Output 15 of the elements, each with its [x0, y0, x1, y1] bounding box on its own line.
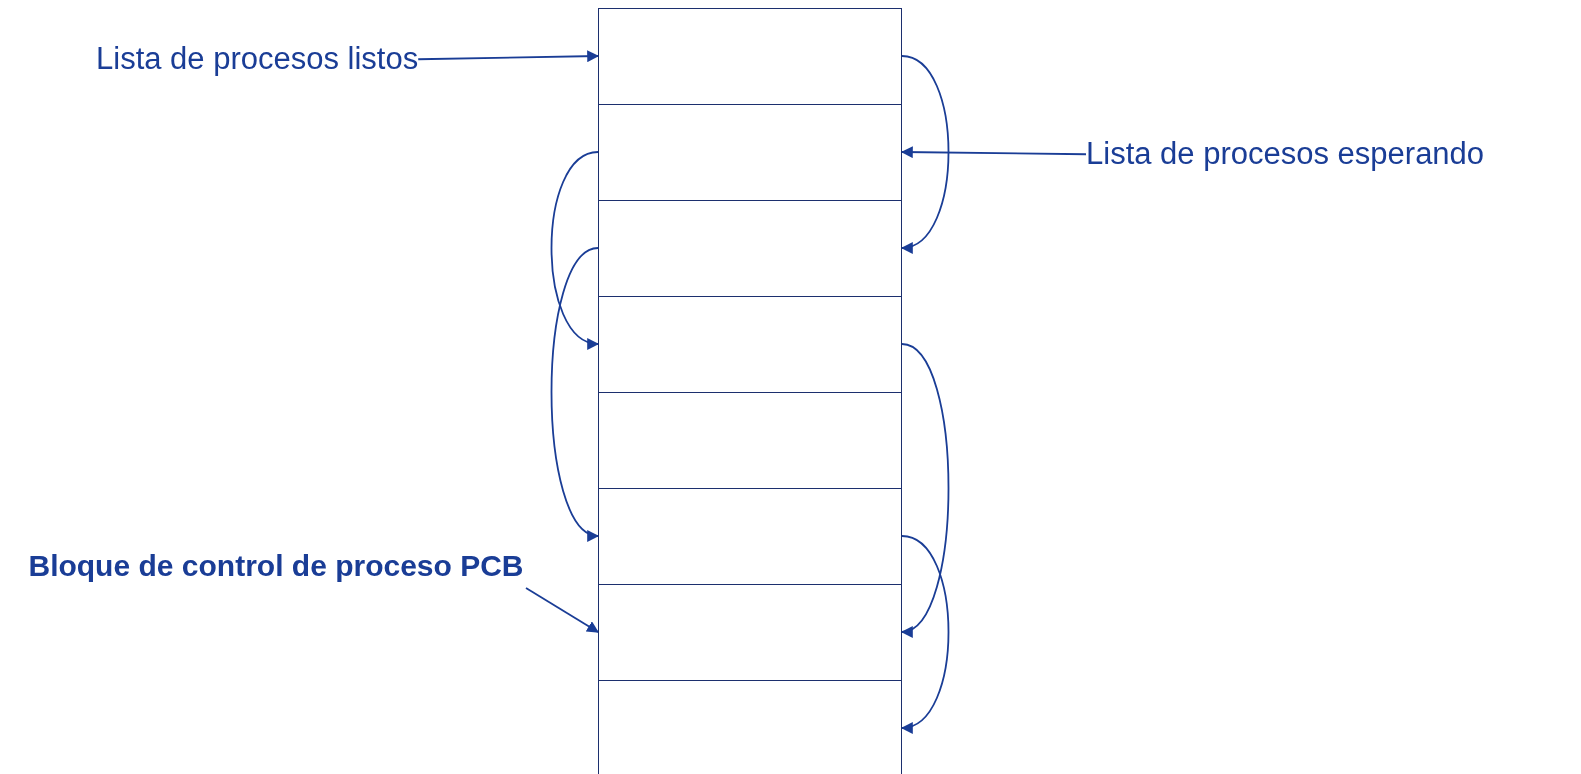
process-block-cell [598, 680, 902, 774]
arrow [900, 55, 950, 251]
arrow [900, 146, 1087, 159]
list-label: Lista de procesos esperando [1086, 136, 1485, 171]
process-block-cell [598, 488, 902, 584]
arrow [525, 587, 599, 633]
process-block-cell [598, 8, 902, 104]
list-label: Bloque de control de proceso PCB [28, 549, 524, 582]
list-label: Lista de procesos listos [96, 41, 419, 76]
process-block-cell [598, 104, 902, 200]
process-block-cell [598, 392, 902, 488]
process-block-cell [598, 200, 902, 296]
process-block-cell [598, 584, 902, 680]
arrow [417, 50, 600, 63]
process-block-cell [598, 296, 902, 392]
